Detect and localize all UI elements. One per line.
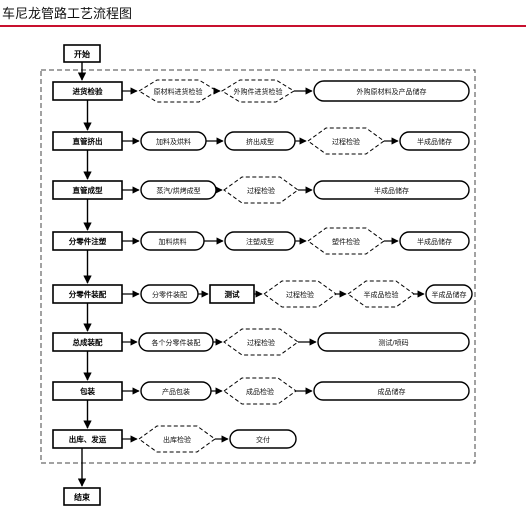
end-label: 结束 (74, 492, 91, 502)
step-label: 外购件进货检验 (234, 87, 283, 96)
stage-label: 包装 (79, 386, 95, 396)
step-label: 塑件检验 (332, 237, 360, 246)
step-label: 加料及烘料 (156, 137, 191, 146)
step-label: 出库检验 (163, 435, 191, 444)
step-label: 分零件装配 (152, 290, 187, 299)
start-label: 开始 (74, 49, 90, 59)
step-label: 半成品储存 (417, 137, 452, 146)
step-label: 半成品储存 (417, 237, 452, 246)
storage-node (399, 131, 470, 151)
row-2: 加料及烘料 挤出成型 过程检验 半成品储存 (122, 127, 470, 155)
stage-8: 出库、发运 (52, 429, 123, 449)
main-flow-arrows (77, 62, 92, 487)
step-label: 半成品储存 (374, 186, 409, 195)
step-label: 外购原材料及产品储存 (357, 87, 427, 96)
storage-node (425, 284, 473, 304)
stage-1: 进货检验 (52, 81, 123, 101)
stage-label: 分零件装配 (69, 289, 107, 299)
delivery-node (229, 429, 297, 449)
step-label: 各个分零件装配 (152, 338, 201, 347)
step-label: 过程检验 (247, 186, 275, 195)
step-label: 过程检验 (286, 290, 314, 299)
row-7: 产品包装 成品检验 成品储存 (122, 377, 470, 405)
step-label: 原材料进货检验 (154, 87, 203, 96)
stage-7: 包装 (52, 381, 123, 401)
inspection-node (307, 127, 385, 155)
step-label: 半成品储存 (432, 290, 467, 299)
step-label: 挤出成型 (246, 137, 274, 146)
stage-label: 进货检验 (73, 86, 103, 96)
row-4: 加料烘料 注塑成型 塑件检验 半成品储存 (122, 227, 470, 255)
end-node (63, 487, 101, 506)
step-label: 加料烘料 (159, 237, 187, 246)
stage-label: 直管成型 (73, 185, 103, 195)
inspection-node (223, 328, 299, 356)
title-underline (0, 25, 526, 27)
inspection-node (138, 425, 216, 453)
inspection-node (138, 79, 218, 103)
step-label: 注塑成型 (246, 237, 274, 246)
stage-6: 总成装配 (52, 332, 123, 352)
stage-2: 直管挤出 (52, 131, 123, 151)
step-label: 过程检验 (332, 137, 360, 146)
inspection-node (223, 176, 299, 204)
process-boundary (40, 69, 476, 464)
stage-label: 总成装配 (73, 337, 103, 347)
page-title: 车尼龙管路工艺流程图 (2, 7, 133, 22)
step-label: 成品检验 (246, 387, 274, 396)
storage-node (313, 80, 470, 102)
step-label: 蒸汽/烘烤成型 (156, 186, 200, 195)
row-6: 各个分零件装配 过程检验 测试/喷码 (122, 328, 470, 356)
step-label: 测试/喷码 (378, 338, 408, 347)
step-label: 产品包装 (162, 387, 190, 396)
storage-node (313, 381, 470, 401)
inspection-node (307, 227, 385, 255)
step-label: 半成品检验 (364, 290, 399, 299)
row-1: 原材料进货检验 外购件进货检验 外购原材料及产品储存 (122, 79, 470, 103)
storage-node (399, 231, 470, 251)
step-label: 测试 (225, 289, 240, 299)
process-node (317, 332, 470, 352)
row-5: 分零件装配 测试 过程检验 半成品检验 半成品储存 (122, 280, 473, 308)
stage-3: 直管成型 (52, 180, 123, 200)
stage-4: 分零件注塑 (52, 231, 123, 251)
row-8: 出库检验 交付 (122, 425, 297, 453)
storage-node (313, 180, 470, 200)
step-label: 成品储存 (378, 387, 406, 396)
stage-label: 分零件注塑 (69, 236, 107, 246)
stage-label: 出库、发运 (69, 434, 107, 444)
step-label: 过程检验 (247, 338, 275, 347)
stage-5: 分零件装配 (52, 284, 123, 304)
step-label: 交付 (256, 435, 270, 444)
stage-label: 直管挤出 (73, 136, 103, 146)
row-3: 蒸汽/烘烤成型 过程检验 半成品储存 (122, 176, 470, 204)
